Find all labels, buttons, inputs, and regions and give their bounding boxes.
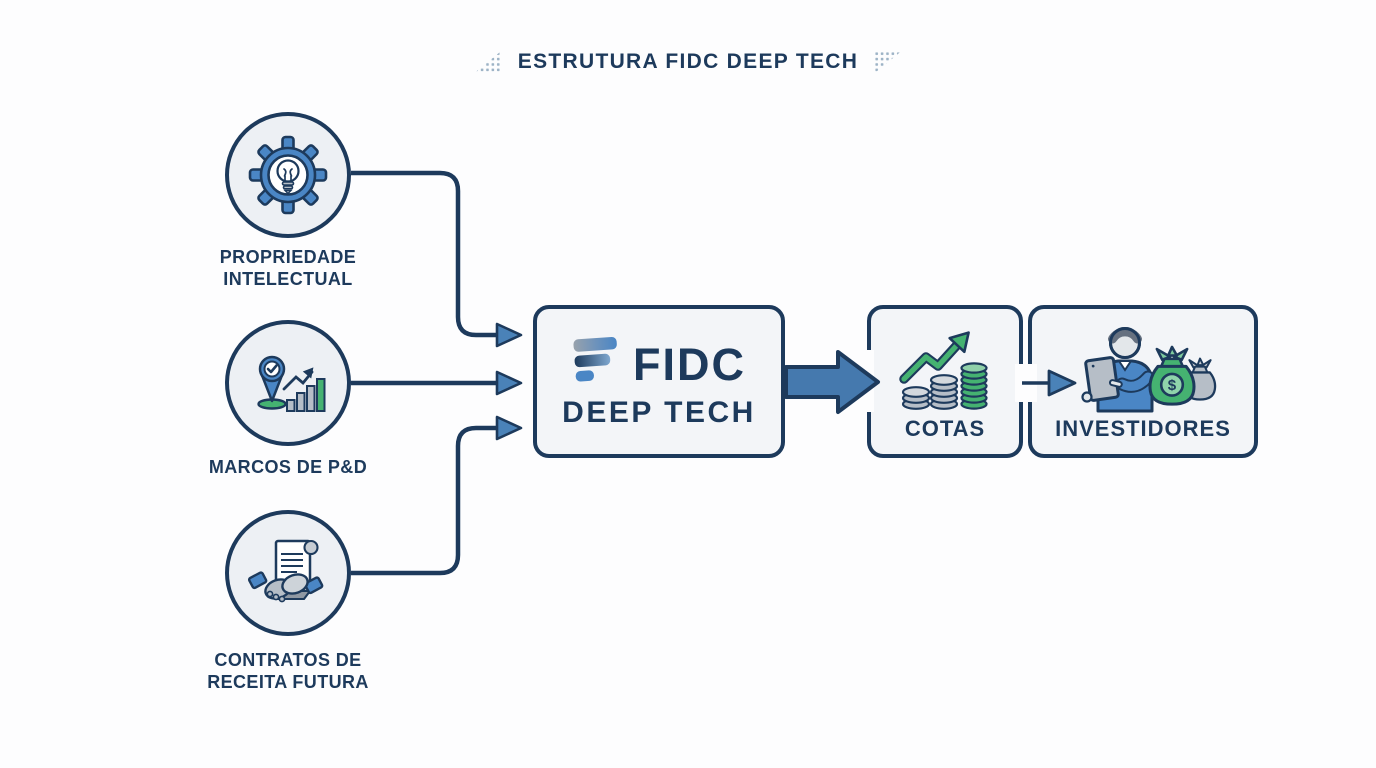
label-line-1: PROPRIEDADE — [219, 247, 357, 267]
coin-stacks-growth-icon — [899, 331, 988, 410]
fund-subtitle: DEEP TECH — [562, 396, 756, 429]
contract-handshake-icon — [248, 539, 324, 603]
fidc-logo-mark — [573, 336, 617, 382]
fidc-box-content: FIDC DEEP TECH — [537, 309, 781, 454]
investidores-label: INVESTIDORES — [1055, 416, 1231, 441]
label-line-2: INTELECTUAL — [223, 268, 353, 289]
diagram-title: ESTRUTURA FIDC DEEP TECH — [517, 50, 859, 73]
dot-pattern-right-icon — [874, 50, 903, 74]
cotas-label: COTAS — [904, 416, 986, 441]
dollar-sign: $ — [1168, 377, 1177, 394]
node-contratos-receita-futura — [225, 510, 351, 636]
investor-money-bags-icon: $ — [1081, 327, 1217, 413]
arrowhead-middle-icon — [495, 370, 523, 396]
arrowhead-top-icon — [495, 322, 523, 348]
label-propriedade-intelectual: PROPRIEDADE INTELECTUAL — [158, 247, 418, 291]
cotas-box: COTAS — [867, 305, 1023, 458]
dot-pattern-left-icon — [473, 50, 502, 74]
node-marcos-de-pd — [225, 320, 351, 446]
connector-contratos-to-fidc — [351, 425, 497, 576]
fidc-deep-tech-box: FIDC DEEP TECH — [533, 305, 785, 458]
label-marcos-de-pd: MARCOS DE P&D — [158, 457, 418, 479]
pin-growth-chart-icon — [257, 355, 326, 412]
label-line-2: RECEITA FUTURA — [207, 671, 369, 692]
arrowhead-bottom-icon — [495, 415, 523, 441]
big-arrow-fidc-to-cotas — [784, 350, 880, 414]
title-row: ESTRUTURA FIDC DEEP TECH — [0, 50, 1376, 74]
investidores-box: $ INVESTIDORES — [1028, 305, 1258, 458]
gear-lightbulb-icon — [248, 135, 328, 215]
label-line-1: CONTRATOS DE — [214, 650, 362, 670]
label-line-1: MARCOS DE P&D — [208, 457, 368, 477]
fund-name: FIDC — [633, 338, 746, 390]
label-contratos-receita-futura: CONTRATOS DE RECEITA FUTURA — [158, 650, 418, 694]
node-propriedade-intelectual — [225, 112, 351, 238]
